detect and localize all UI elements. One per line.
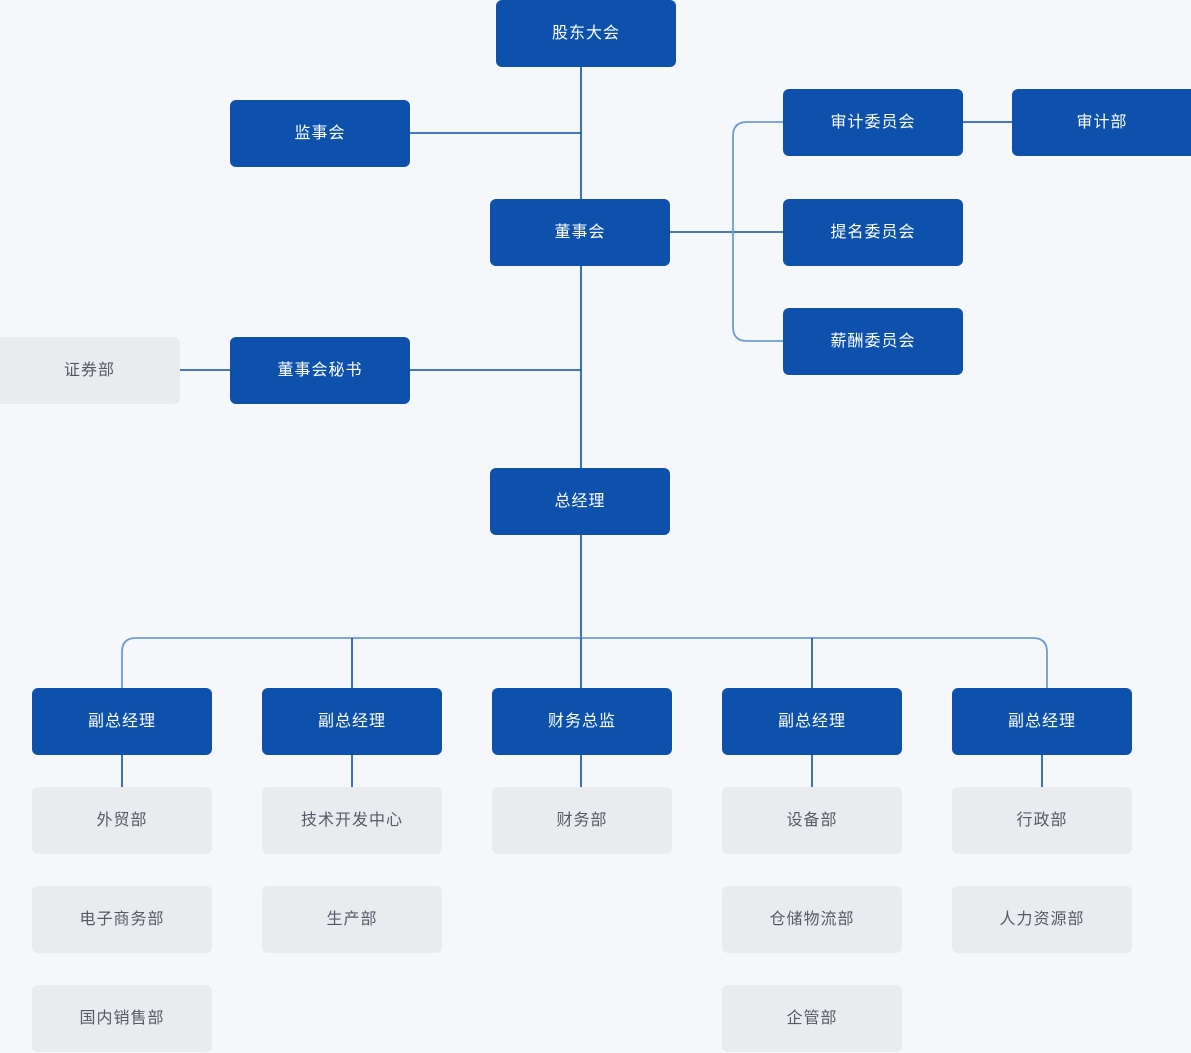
node-supervisory-board[interactable]: 监事会 <box>230 100 410 167</box>
node-ecommerce-department[interactable]: 电子商务部 <box>32 886 212 953</box>
node-label: 副总经理 <box>317 712 386 730</box>
node-enterprise-management-department[interactable]: 企管部 <box>722 985 902 1052</box>
node-vice-president-4[interactable]: 副总经理 <box>722 688 902 755</box>
node-label: 国内销售部 <box>79 1009 165 1027</box>
node-label: 薪酬委员会 <box>830 332 916 350</box>
node-label: 人力资源部 <box>999 910 1085 928</box>
node-finance-department[interactable]: 财务部 <box>492 787 672 854</box>
node-label: 董事会秘书 <box>277 361 363 379</box>
node-label: 仓储物流部 <box>769 910 855 928</box>
node-label: 提名委员会 <box>830 223 916 241</box>
node-vice-president-5[interactable]: 副总经理 <box>952 688 1132 755</box>
node-general-manager[interactable]: 总经理 <box>490 468 670 535</box>
node-label: 企管部 <box>786 1009 838 1027</box>
node-label: 副总经理 <box>87 712 156 730</box>
node-label: 设备部 <box>786 811 838 829</box>
node-label: 审计委员会 <box>830 113 916 131</box>
node-cfo[interactable]: 财务总监 <box>492 688 672 755</box>
node-shareholders-meeting[interactable]: 股东大会 <box>496 0 676 67</box>
node-label: 电子商务部 <box>79 910 165 928</box>
node-label: 董事会 <box>554 223 606 241</box>
node-foreign-trade-department[interactable]: 外贸部 <box>32 787 212 854</box>
node-label: 副总经理 <box>777 712 846 730</box>
node-label: 财务总监 <box>547 712 616 730</box>
node-securities-department[interactable]: 证券部 <box>0 337 180 404</box>
node-label: 财务部 <box>556 811 608 829</box>
node-audit-committee[interactable]: 审计委员会 <box>783 89 963 156</box>
node-label: 副总经理 <box>1007 712 1076 730</box>
node-human-resources-department[interactable]: 人力资源部 <box>952 886 1132 953</box>
node-label: 股东大会 <box>551 24 620 42</box>
node-label: 行政部 <box>1016 811 1068 829</box>
node-label: 审计部 <box>1076 113 1128 131</box>
node-label: 外贸部 <box>96 811 148 829</box>
node-label: 生产部 <box>326 910 378 928</box>
node-production-department[interactable]: 生产部 <box>262 886 442 953</box>
node-board-of-directors[interactable]: 董事会 <box>490 199 670 266</box>
node-vice-president-2[interactable]: 副总经理 <box>262 688 442 755</box>
node-equipment-department[interactable]: 设备部 <box>722 787 902 854</box>
node-label: 证券部 <box>63 361 115 379</box>
node-administration-department[interactable]: 行政部 <box>952 787 1132 854</box>
node-nomination-committee[interactable]: 提名委员会 <box>783 199 963 266</box>
node-technology-development-center[interactable]: 技术开发中心 <box>262 787 442 854</box>
node-label: 技术开发中心 <box>300 811 403 829</box>
node-board-secretary[interactable]: 董事会秘书 <box>230 337 410 404</box>
node-remuneration-committee[interactable]: 薪酬委员会 <box>783 308 963 375</box>
node-label: 总经理 <box>554 492 606 510</box>
node-warehouse-logistics-department[interactable]: 仓储物流部 <box>722 886 902 953</box>
bracket-vice-presidents <box>121 637 1048 688</box>
node-audit-department[interactable]: 审计部 <box>1012 89 1191 156</box>
node-domestic-sales-department[interactable]: 国内销售部 <box>32 985 212 1052</box>
node-vice-president-1[interactable]: 副总经理 <box>32 688 212 755</box>
node-label: 监事会 <box>294 124 346 142</box>
bracket-committees <box>732 121 783 342</box>
